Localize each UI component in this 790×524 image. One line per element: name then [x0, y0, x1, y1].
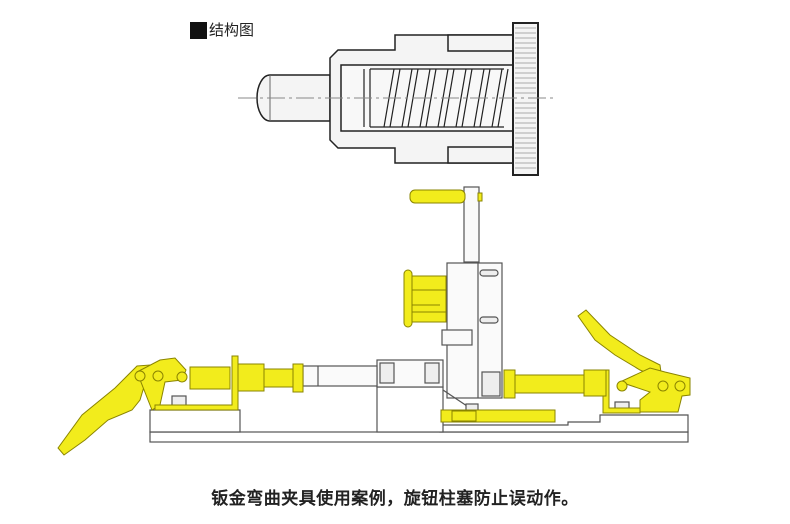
figure-caption: 钣金弯曲夹具使用案例，旋钮柱塞防止误动作。 — [211, 489, 579, 509]
left-clamp-bracket — [154, 355, 239, 411]
plunger-body-small — [481, 371, 501, 397]
left-clamp-rod — [189, 366, 231, 390]
handle-pin — [409, 189, 466, 204]
black-square-icon — [190, 22, 207, 39]
center-block — [376, 386, 444, 433]
right-clamp-bracket — [602, 369, 641, 414]
bending-fixture-diagram — [57, 186, 691, 456]
base-block — [149, 409, 241, 433]
right-clamp-rod — [513, 374, 585, 394]
workpiece-rod — [302, 365, 378, 387]
left-clamp-body — [136, 357, 187, 411]
structure-diagram-legend: 结构图 — [190, 22, 254, 39]
left-clamp-handle — [57, 364, 151, 456]
legend-label: 结构图 — [209, 21, 255, 39]
plunger-cross-section-diagram — [238, 22, 555, 176]
base-plate — [149, 431, 689, 443]
base-right — [439, 414, 689, 433]
vertical-plate — [463, 186, 480, 263]
right-clamp-body — [618, 367, 691, 413]
plunger-knob — [403, 269, 413, 328]
